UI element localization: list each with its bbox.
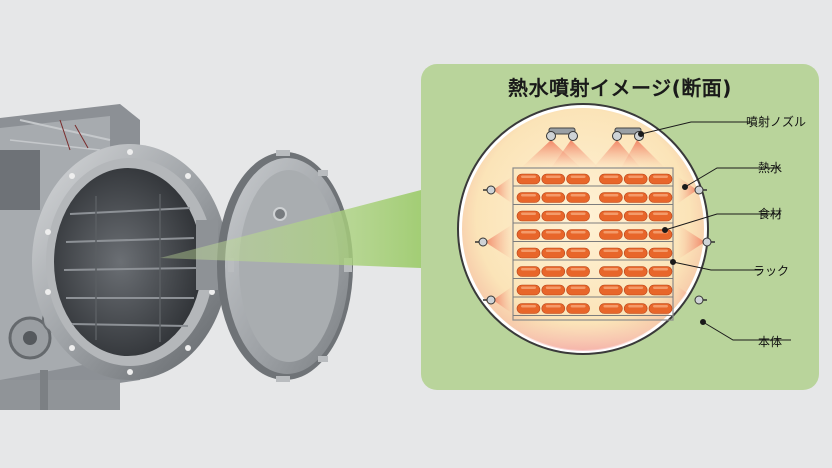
food-highlight bbox=[653, 268, 668, 271]
food-highlight bbox=[628, 231, 644, 234]
spray-nozzle-icon bbox=[546, 127, 644, 141]
food-highlight bbox=[653, 286, 668, 289]
food-highlight bbox=[545, 249, 561, 252]
food-highlight bbox=[545, 268, 561, 271]
food-highlight bbox=[521, 305, 536, 308]
food-highlight bbox=[628, 212, 644, 215]
food-highlight bbox=[603, 249, 619, 252]
food-highlight bbox=[521, 249, 536, 252]
label-body: 本体 bbox=[758, 335, 783, 349]
food-highlight bbox=[570, 175, 586, 178]
chamber-door bbox=[217, 150, 353, 382]
food-highlight bbox=[545, 231, 561, 234]
food-highlight bbox=[545, 286, 561, 289]
hot-water-spray bbox=[485, 140, 705, 314]
food-highlight bbox=[570, 305, 586, 308]
food-highlight bbox=[653, 194, 668, 197]
rack bbox=[512, 167, 674, 321]
food-highlight bbox=[570, 268, 586, 271]
food-highlight bbox=[653, 305, 668, 308]
food-highlight bbox=[603, 305, 619, 308]
label-rack: ラック bbox=[753, 264, 790, 278]
food-highlight bbox=[603, 194, 619, 197]
food-highlight bbox=[545, 212, 561, 215]
food-highlight bbox=[521, 268, 536, 271]
food-highlight bbox=[628, 305, 644, 308]
food-highlight bbox=[653, 212, 668, 215]
magnify-beam bbox=[160, 190, 421, 268]
food-highlight bbox=[628, 249, 644, 252]
food-highlight bbox=[628, 268, 644, 271]
food-highlight bbox=[570, 231, 586, 234]
chamber-opening bbox=[32, 144, 228, 380]
food-highlight bbox=[603, 212, 619, 215]
label-hot-water: 熱水 bbox=[758, 161, 783, 175]
food-highlight bbox=[521, 212, 536, 215]
food-highlight bbox=[603, 286, 619, 289]
food-highlight bbox=[521, 194, 536, 197]
gear-icon bbox=[8, 307, 68, 360]
food-highlight bbox=[628, 194, 644, 197]
food-highlight bbox=[545, 194, 561, 197]
leader-lines bbox=[638, 121, 791, 341]
food-highlight bbox=[628, 175, 644, 178]
food-highlight bbox=[570, 212, 586, 215]
side-nozzle-icon bbox=[475, 185, 715, 305]
food-highlight bbox=[570, 286, 586, 289]
food-highlight bbox=[570, 249, 586, 252]
food-highlight bbox=[603, 231, 619, 234]
food-highlight bbox=[603, 175, 619, 178]
label-food: 食材 bbox=[758, 207, 783, 221]
food-highlight bbox=[628, 286, 644, 289]
food-highlight bbox=[653, 175, 668, 178]
food-highlight bbox=[545, 305, 561, 308]
label-nozzle: 噴射ノズル bbox=[746, 115, 807, 129]
diagram-title: 熱水噴射イメージ(断面) bbox=[508, 76, 732, 100]
food-highlight bbox=[603, 268, 619, 271]
food-highlight bbox=[653, 249, 668, 252]
food-highlight bbox=[570, 194, 586, 197]
food-highlight bbox=[545, 175, 561, 178]
food-highlight bbox=[521, 175, 536, 178]
food-highlight bbox=[521, 286, 536, 289]
food-highlight bbox=[521, 231, 536, 234]
cross-section-diagram bbox=[457, 103, 791, 355]
